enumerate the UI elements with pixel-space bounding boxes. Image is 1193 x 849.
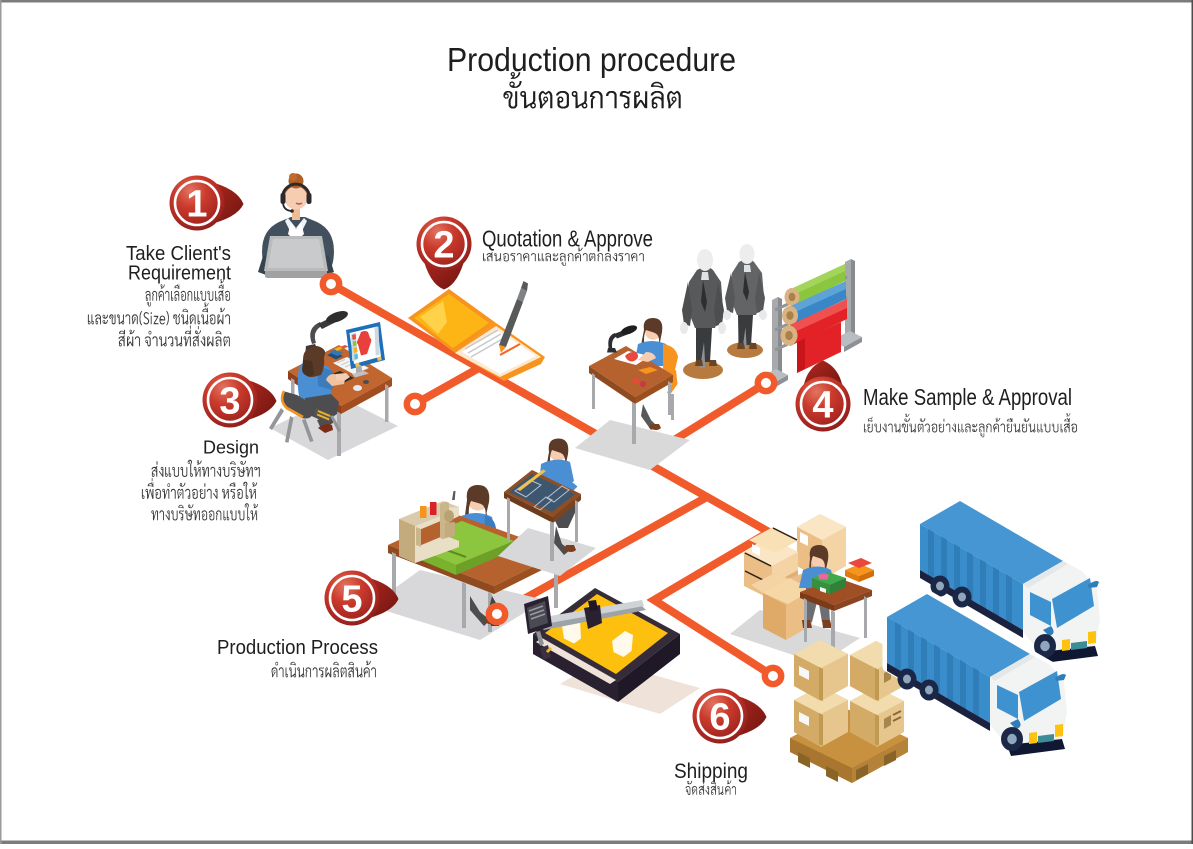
svg-text:4: 4: [812, 385, 833, 427]
svg-text:Requirement: Requirement: [128, 263, 231, 285]
svg-text:5: 5: [341, 579, 362, 621]
svg-text:Production Process: Production Process: [217, 637, 378, 659]
svg-text:6: 6: [709, 697, 730, 739]
svg-text:1: 1: [186, 184, 207, 226]
svg-text:Design: Design: [203, 438, 259, 458]
svg-text:3: 3: [219, 381, 240, 423]
svg-text:Quotation & Approve: Quotation & Approve: [482, 226, 653, 252]
svg-text:2: 2: [433, 225, 454, 267]
svg-text:Make Sample & Approval: Make Sample & Approval: [863, 384, 1072, 410]
svg-text:Production procedure: Production procedure: [447, 42, 736, 79]
svg-text:Shipping: Shipping: [674, 759, 748, 783]
